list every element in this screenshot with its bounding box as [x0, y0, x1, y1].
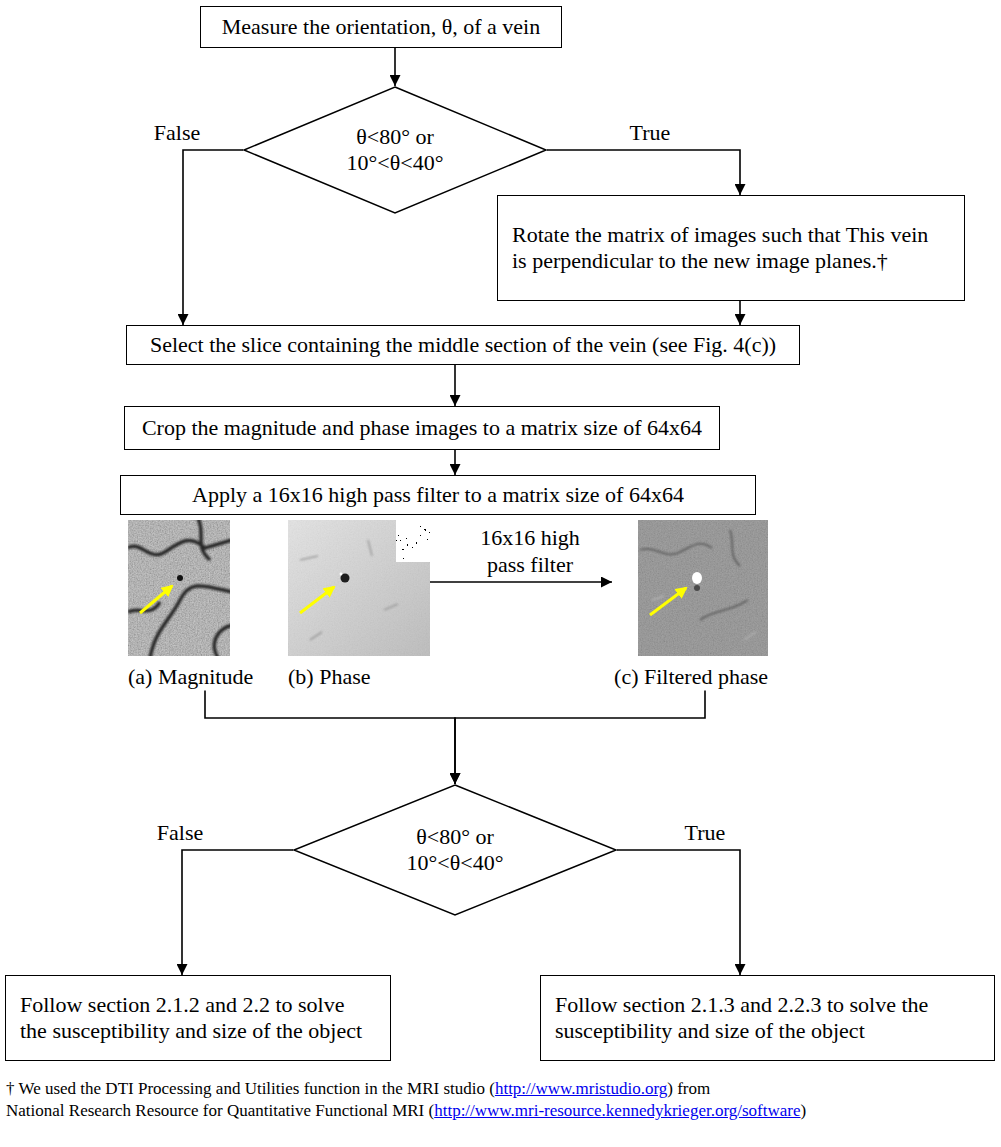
- connector-arrow: [182, 850, 293, 975]
- vein-dot: [692, 572, 702, 584]
- yellow-arrow: [650, 588, 686, 615]
- image-caption: (c) Filtered phase: [612, 664, 768, 690]
- node-text: θ<80° or 10°<θ<40°: [329, 124, 462, 177]
- node-text: Follow section 2.1.2 and 2.2 to solve th…: [20, 992, 368, 1045]
- node-text: Follow section 2.1.3 and 2.2.3 to solve …: [555, 992, 972, 1045]
- footnote-text: ) from: [667, 1079, 710, 1098]
- footnote: † We used the DTI Processing and Utiliti…: [6, 1078, 994, 1122]
- faint-line: [700, 600, 748, 620]
- faint-line: [652, 596, 664, 600]
- vessel: [198, 520, 210, 560]
- node-text: Rotate the matrix of images such that Th…: [512, 222, 942, 275]
- faint-line: [368, 540, 372, 556]
- node-text: Measure the orientation, θ, of a vein: [222, 14, 540, 40]
- edge-label: True: [683, 820, 728, 846]
- result-box: Follow section 2.1.3 and 2.2.3 to solve …: [540, 975, 995, 1061]
- image-panel: (b) Phase: [288, 520, 430, 690]
- image-caption: (b) Phase: [288, 664, 430, 690]
- phase-speckle: [396, 520, 430, 562]
- vein-dot-spot: [340, 573, 343, 576]
- image-panel: (c) Filtered phase: [612, 520, 768, 690]
- faint-line: [744, 632, 756, 640]
- edge-label: False: [152, 120, 202, 146]
- image-noise: [638, 520, 768, 656]
- image-ground: [638, 520, 768, 656]
- process-box: Crop the magnitude and phase images to a…: [124, 406, 720, 450]
- start-box: Measure the orientation, θ, of a vein: [200, 6, 562, 48]
- faint-line: [730, 530, 740, 566]
- vein-dot-shadow: [694, 585, 700, 591]
- faint-lines: [640, 530, 748, 620]
- node-text: Apply a 16x16 high pass filter to a matr…: [192, 482, 684, 508]
- connector-arrow: [183, 150, 243, 325]
- process-box: Apply a 16x16 high pass filter to a matr…: [120, 475, 756, 515]
- node-text: Crop the magnitude and phase images to a…: [142, 415, 702, 441]
- yellow-arrow: [300, 587, 334, 613]
- edge-label: True: [628, 120, 673, 146]
- magnitude-image: [128, 520, 230, 656]
- diamond-shape: [294, 785, 616, 915]
- footnote-text: National Research Resource for Quantitat…: [6, 1101, 434, 1120]
- yellow-arrow: [140, 586, 172, 613]
- faint-line: [310, 632, 322, 640]
- filtered-phase-image: [638, 520, 768, 656]
- faint-line: [640, 544, 712, 555]
- faint-lines: [300, 540, 398, 640]
- connector-arrow: [394, 48, 396, 86]
- connector-arrow: [547, 150, 740, 195]
- image-noise: [288, 520, 430, 656]
- footnote-link: http://www.mri-resource.kennedykrieger.o…: [434, 1101, 800, 1120]
- faint-line: [300, 556, 318, 560]
- connector-arrow: [454, 450, 456, 475]
- connector-arrow: [455, 690, 705, 784]
- footnote-text: ): [801, 1101, 807, 1120]
- connector-arrow: [739, 301, 741, 325]
- footnote-text: † We used the DTI Processing and Utiliti…: [6, 1079, 495, 1098]
- vessel: [128, 540, 230, 555]
- node-text: Select the slice containing the middle s…: [150, 332, 776, 358]
- connector-arrow: [454, 365, 456, 406]
- faint-line: [384, 604, 398, 610]
- image-panel: (a) Magnitude: [128, 520, 256, 690]
- image-ground: [288, 520, 430, 656]
- process-box: Rotate the matrix of images such that Th…: [497, 195, 965, 301]
- footnote-link: http://www.mristudio.org: [495, 1079, 667, 1098]
- phase-image: [288, 520, 430, 656]
- vein-dot: [177, 575, 183, 581]
- node-text: θ<80° or 10°<θ<40°: [383, 824, 528, 877]
- vessel-lines: [128, 520, 230, 656]
- connector-arrow: [617, 850, 740, 975]
- connector-arrow: [430, 581, 612, 583]
- decision-diamond: θ<80° or 10°<θ<40°: [293, 784, 617, 916]
- image-caption: (a) Magnitude: [128, 664, 256, 690]
- vessel: [214, 625, 230, 656]
- connector-arrow: [205, 690, 455, 784]
- vein-dot: [341, 574, 350, 583]
- edge-label: 16x16 high pass filter: [468, 525, 592, 578]
- process-box: Select the slice containing the middle s…: [126, 325, 800, 365]
- result-box: Follow section 2.1.2 and 2.2 to solve th…: [5, 975, 391, 1061]
- edge-label: False: [155, 820, 205, 846]
